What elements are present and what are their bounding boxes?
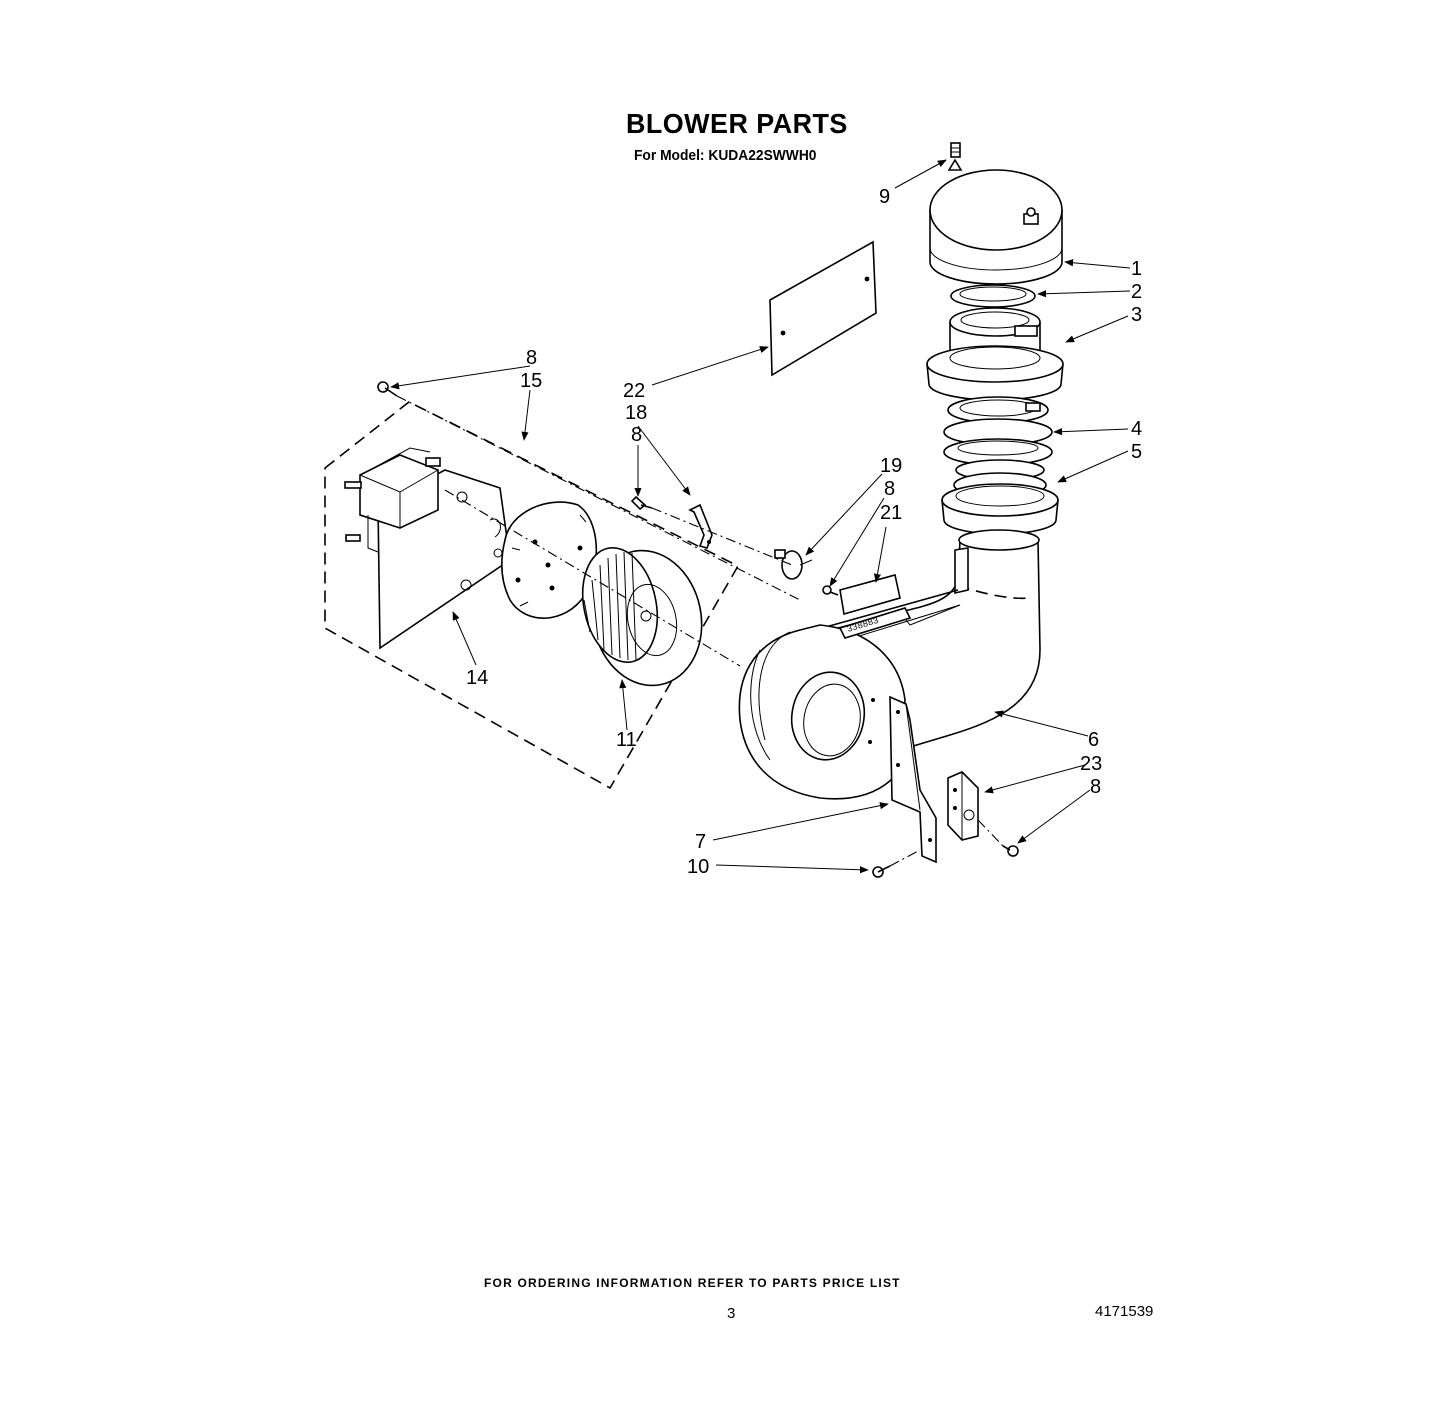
page-number: 3 xyxy=(727,1305,736,1322)
blower-wheel-part-11 xyxy=(581,546,703,687)
page-title: BLOWER PARTS xyxy=(626,108,848,139)
bellows-part-4 xyxy=(943,396,1053,466)
callout-6: 6 xyxy=(1088,729,1099,751)
mounting-bracket-part-7 xyxy=(889,695,937,864)
motor-mount-disk xyxy=(500,501,598,619)
callout-8-center: 8 xyxy=(631,424,642,446)
assembly-box-part-15 xyxy=(324,401,740,790)
cap-part-1 xyxy=(929,169,1063,285)
screw-part-10 xyxy=(872,865,891,878)
leader-lines xyxy=(390,159,1131,874)
callout-8-top-left: 8 xyxy=(526,347,537,369)
callout-labels: 9 1 2 3 4 5 8 15 22 18 8 19 8 21 14 11 6… xyxy=(466,186,1142,878)
collar-part-3 xyxy=(926,307,1064,401)
screw-part-8-a xyxy=(377,381,398,397)
callout-23: 23 xyxy=(1080,753,1102,775)
callout-9: 9 xyxy=(879,186,890,208)
ordering-info-note: FOR ORDERING INFORMATION REFER TO PARTS … xyxy=(484,1276,901,1290)
model-subtitle: For Model: KUDA22SWWH0 xyxy=(634,147,817,164)
callout-22: 22 xyxy=(623,380,645,402)
callout-1: 1 xyxy=(1131,258,1142,280)
bracket-part-23 xyxy=(947,771,979,841)
callout-2: 2 xyxy=(1131,281,1142,303)
screw-part-8-d xyxy=(1002,845,1019,857)
plate-part-22 xyxy=(769,240,877,377)
callout-5: 5 xyxy=(1131,441,1142,463)
callout-4: 4 xyxy=(1131,418,1142,440)
callout-14: 14 xyxy=(466,667,488,689)
callout-15: 15 xyxy=(520,370,542,392)
screw-part-9 xyxy=(947,142,963,171)
thermostat-part-19 xyxy=(774,549,813,580)
callout-8-right: 8 xyxy=(884,478,895,500)
callout-3: 3 xyxy=(1131,304,1142,326)
assembly-center-lines xyxy=(396,395,1004,867)
callout-11: 11 xyxy=(616,729,637,751)
callout-19: 19 xyxy=(880,455,902,477)
ring-part-2 xyxy=(950,284,1036,308)
motor-plate-part-14 xyxy=(344,447,511,650)
clip-part-18 xyxy=(688,503,713,549)
screw-part-8-b xyxy=(630,495,653,511)
screw-part-8-c xyxy=(822,585,839,596)
callout-10: 10 xyxy=(687,856,709,878)
callout-21: 21 xyxy=(880,502,902,524)
callout-18: 18 xyxy=(625,402,647,424)
callout-7: 7 xyxy=(695,831,706,853)
collar-part-5 xyxy=(941,459,1059,535)
callout-8-bottom: 8 xyxy=(1090,776,1101,798)
document-number: 4171539 xyxy=(1095,1303,1154,1320)
duct-housing-part-6: 338883 xyxy=(738,529,1041,800)
